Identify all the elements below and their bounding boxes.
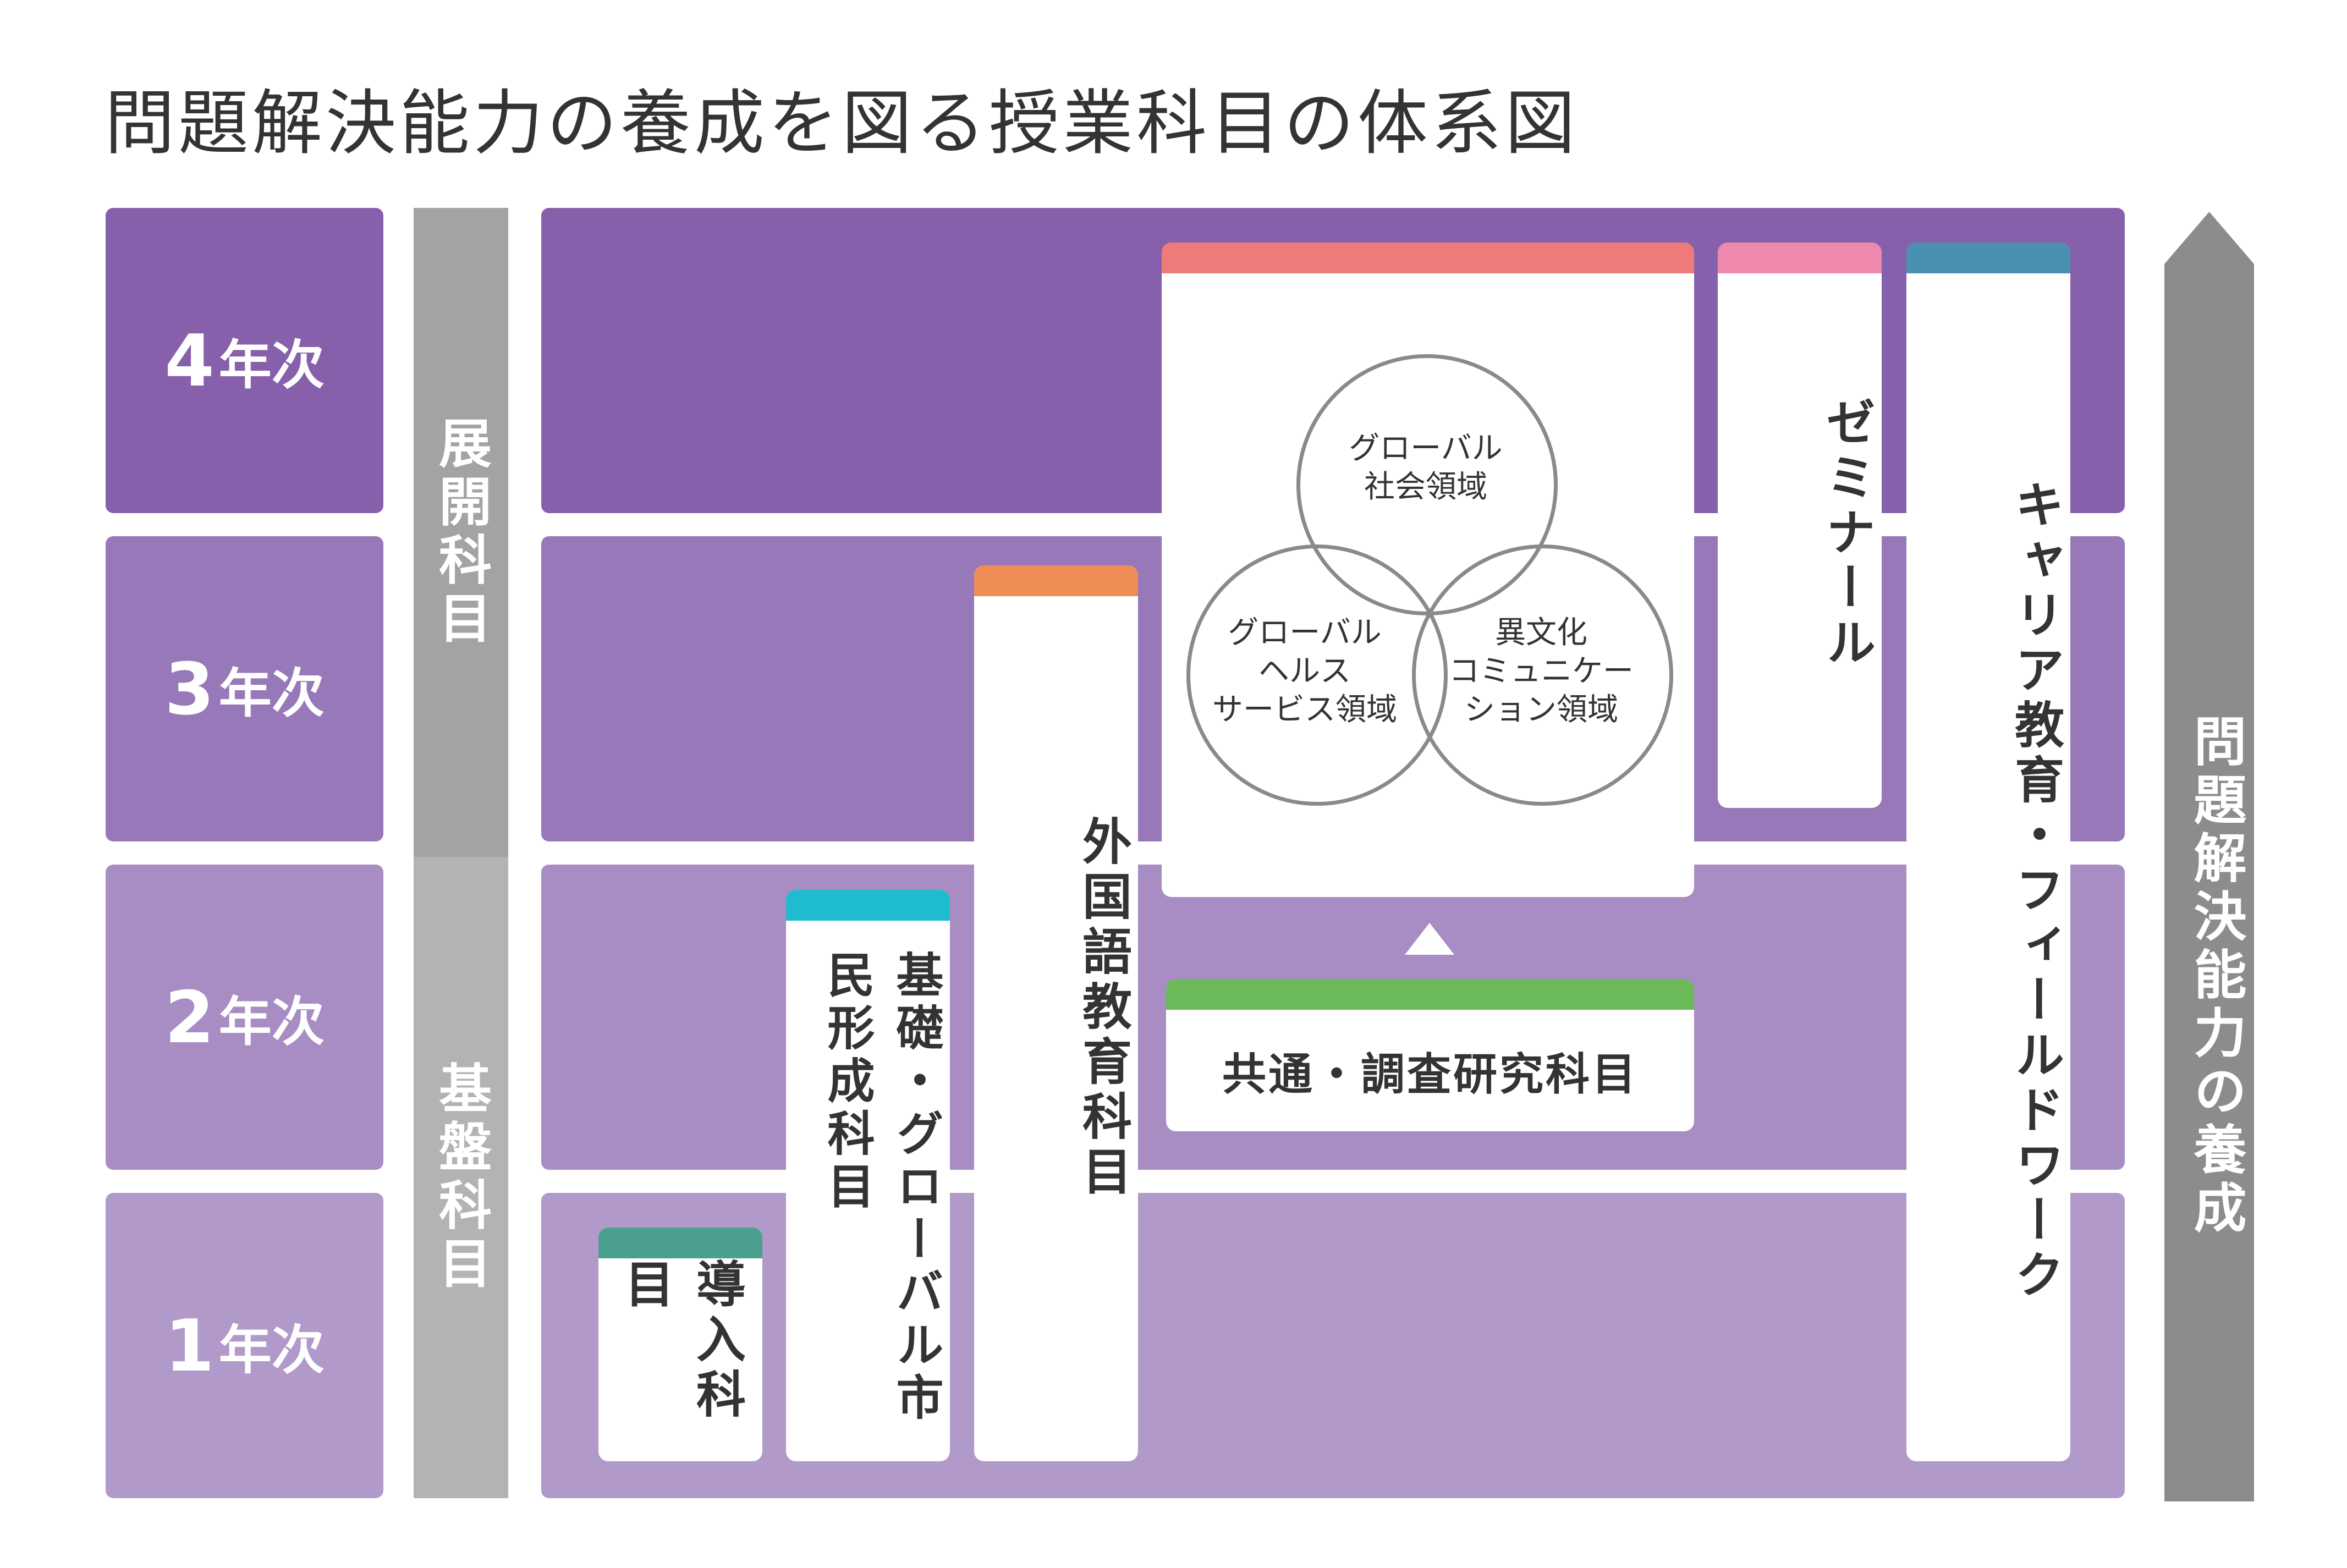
year-number: 4: [164, 318, 215, 403]
year-number: 1: [164, 1303, 215, 1388]
arrow-up-icon: 問題解決能力の養成: [2164, 212, 2254, 1501]
course-common-cap: [1166, 979, 1694, 1010]
year-suffix: 年次: [218, 991, 325, 1053]
year-suffix: 年次: [218, 1319, 325, 1381]
course-intro-label: 導入科目: [616, 1258, 745, 1423]
up-triangle-icon: [1405, 923, 1454, 955]
course-seminar-cap: [1718, 243, 1882, 273]
course-common-card: 共通・調査研究科目: [1166, 979, 1694, 1131]
domains-card: グローバル 社会領域 グローバル ヘルス サービス領域 異文化 コミュニケー シ…: [1162, 243, 1694, 897]
domain-global-society-label: グローバル 社会領域: [1349, 431, 1503, 505]
course-basic-cap: [786, 890, 950, 921]
course-seminar-card: ゼミナール: [1718, 243, 1882, 808]
domain-global-health-label: グローバル ヘルス サービス領域: [1212, 615, 1397, 728]
course-common-label: 共通・調査研究科目: [1222, 1048, 1638, 1100]
course-career-label: キャリア教育・フィールドワーク: [2006, 479, 2064, 1304]
year-suffix: 年次: [218, 334, 325, 396]
arrow-label: 問題解決能力の養成: [2185, 714, 2246, 1239]
course-intro-cap: [598, 1228, 762, 1258]
course-language-label: 外国語教育科目: [1074, 816, 1131, 1201]
course-intro-card: 導入科目: [598, 1228, 762, 1461]
course-career-cap: [1906, 243, 2070, 273]
circle-intercultural: [1412, 544, 1673, 806]
domain-intercultural-label: 異文化 コミュニケー ション領域: [1449, 615, 1634, 728]
year-number: 2: [164, 975, 215, 1059]
year-suffix: 年次: [218, 663, 325, 724]
domains-cap: [1162, 243, 1694, 273]
course-basic-label: 基礎・グローバル市民形成科目: [819, 950, 943, 1426]
course-language-cap: [974, 565, 1138, 596]
category-foundation: 基盤科目: [414, 857, 508, 1498]
course-seminar-label: ゼミナール: [1817, 397, 1875, 672]
course-basic-card: 基礎・グローバル市民形成科目: [786, 890, 950, 1461]
page-title: 問題解決能力の養成を図る授業科目の体系図: [105, 82, 1579, 164]
year-number: 3: [164, 647, 215, 731]
year-row-1: [541, 1193, 2125, 1498]
category-advanced: 展開科目: [414, 208, 508, 857]
course-career-card: キャリア教育・フィールドワーク: [1906, 243, 2070, 1461]
course-language-card: 外国語教育科目: [974, 565, 1138, 1461]
